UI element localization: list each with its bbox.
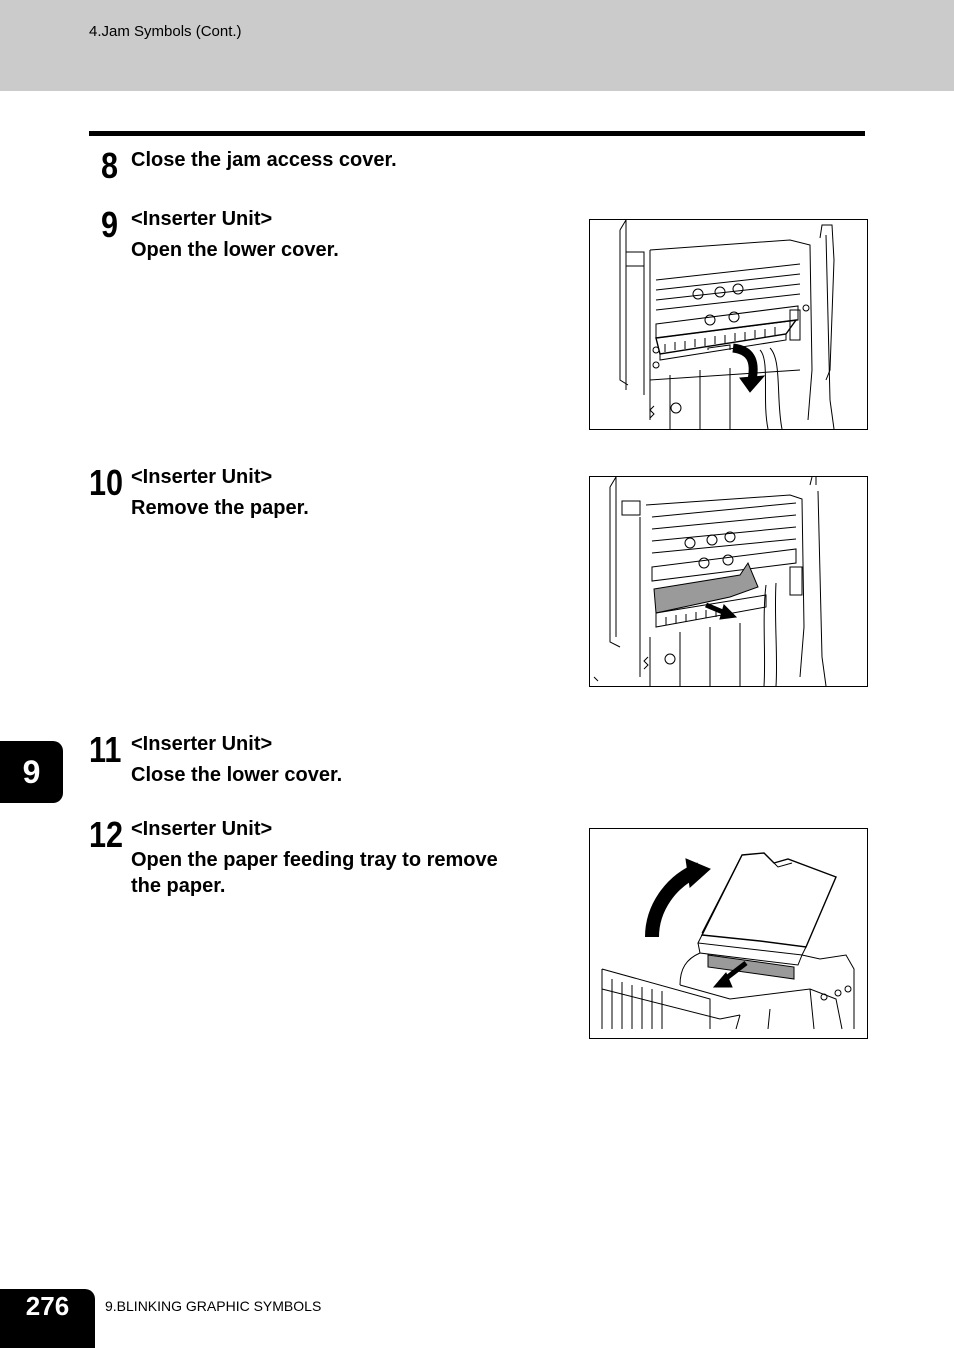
step-unit-label: <Inserter Unit> [131, 208, 273, 230]
step-number-9: 9 [101, 204, 119, 245]
step-text-10: <Inserter Unit> Remove the paper. [131, 464, 309, 521]
page-number-box: 276 [0, 1289, 95, 1348]
header-band: 4.Jam Symbols (Cont.) [0, 0, 954, 91]
paper-feeding-tray-illustration [589, 828, 868, 1039]
step-unit-label: <Inserter Unit> [131, 733, 273, 755]
step-text-8: Close the jam access cover. [131, 147, 397, 173]
step-text-11: <Inserter Unit> Close the lower cover. [131, 731, 342, 788]
header-title: 4.Jam Symbols (Cont.) [89, 23, 242, 40]
step-instruction: Close the jam access cover. [131, 149, 397, 171]
chapter-number: 9 [22, 753, 41, 790]
step-number-8: 8 [101, 145, 119, 186]
lower-cover-open-illustration [589, 219, 868, 430]
chapter-tab[interactable]: 9 [0, 741, 63, 803]
step-number-11: 11 [89, 729, 122, 770]
step-text-9: <Inserter Unit> Open the lower cover. [131, 206, 339, 263]
step-instruction: Open the paper feeding tray to remove [131, 849, 498, 871]
step-unit-label: <Inserter Unit> [131, 818, 273, 840]
step-text-12: <Inserter Unit> Open the paper feeding t… [131, 816, 498, 899]
step-unit-label: <Inserter Unit> [131, 466, 273, 488]
section-rule [89, 131, 865, 136]
step-number-12: 12 [89, 814, 124, 855]
step-instruction: Remove the paper. [131, 497, 309, 519]
step-instruction-cont: the paper. [131, 875, 226, 897]
step-instruction: Close the lower cover. [131, 764, 343, 786]
remove-paper-illustration [589, 476, 868, 687]
page-number: 276 [25, 1291, 70, 1321]
step-number-10: 10 [89, 462, 124, 503]
step-instruction: Open the lower cover. [131, 239, 339, 261]
footer-section-title: 9.BLINKING GRAPHIC SYMBOLS [105, 1298, 322, 1314]
